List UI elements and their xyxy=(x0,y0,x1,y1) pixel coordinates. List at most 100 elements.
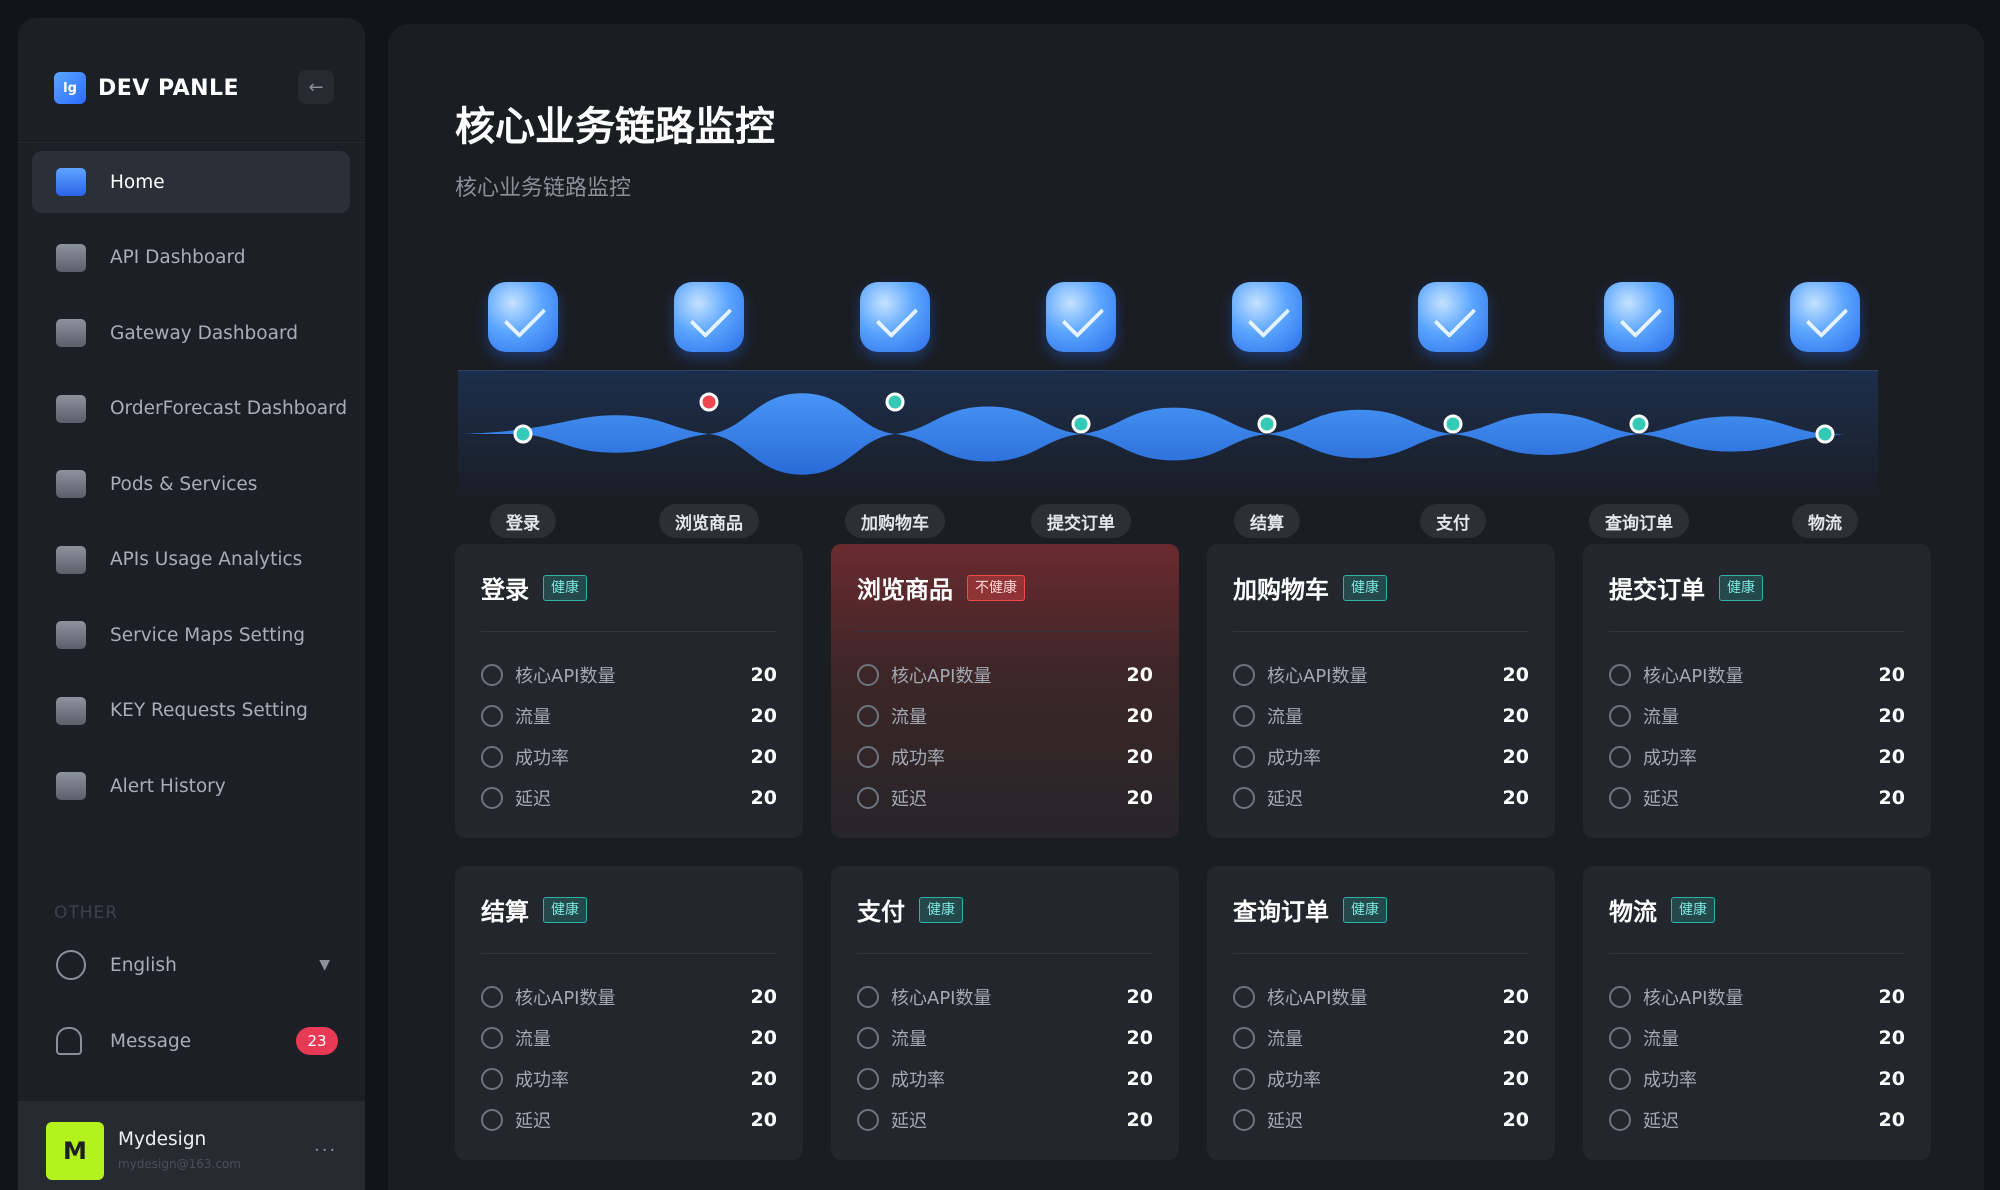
user-profile[interactable]: M Mydesign mydesign@163.com ... xyxy=(18,1101,365,1190)
stage-card[interactable]: 查询订单 健康 核心API数量 20 流量 20 成功率 20 延迟 xyxy=(1207,866,1555,1160)
metric-row: 延迟 20 xyxy=(481,777,777,818)
traffic-icon xyxy=(857,704,879,727)
metric-value: 20 xyxy=(1126,1067,1153,1090)
stage-label[interactable]: 提交订单 xyxy=(1031,504,1131,538)
api-icon xyxy=(1609,985,1631,1008)
stage-node[interactable] xyxy=(513,424,533,444)
sidebar-item-orderforecast-dashboard[interactable]: OrderForecast Dashboard xyxy=(32,378,350,440)
brand[interactable]: lg DEV PANLE xyxy=(54,58,239,118)
stage-label[interactable]: 加购物车 xyxy=(845,504,945,538)
metric-label: 成功率 xyxy=(515,1069,569,1091)
metric-label: 流量 xyxy=(891,706,927,728)
stage-card[interactable]: 支付 健康 核心API数量 20 流量 20 成功率 20 延迟 2 xyxy=(831,866,1179,1160)
sidebar-item-home[interactable]: Home xyxy=(32,151,350,213)
stage-node[interactable] xyxy=(1443,414,1463,434)
metric-label: 成功率 xyxy=(891,747,945,769)
traffic-icon xyxy=(1609,704,1631,727)
stage-card[interactable]: 登录 健康 核心API数量 20 流量 20 成功率 20 延迟 2 xyxy=(455,544,803,838)
metric-value: 20 xyxy=(750,1067,777,1090)
metric-row: 延迟 20 xyxy=(857,777,1153,818)
map-icon xyxy=(56,621,86,649)
metric-row: 成功率 20 xyxy=(1233,1058,1529,1099)
metric-value: 20 xyxy=(750,786,777,809)
metric-value: 20 xyxy=(1502,1026,1529,1049)
stage-card[interactable]: 浏览商品 不健康 核心API数量 20 流量 20 成功率 20 延迟 xyxy=(831,544,1179,838)
chart-icon xyxy=(56,394,86,423)
metric-row: 流量 20 xyxy=(1233,695,1529,736)
metric-value: 20 xyxy=(1878,704,1905,727)
stage-node[interactable] xyxy=(699,392,719,412)
sidebar-item-service-maps-setting[interactable]: Service Maps Setting xyxy=(32,604,350,666)
card-title: 支付 xyxy=(857,898,905,926)
metric-row: 流量 20 xyxy=(1233,1017,1529,1058)
user-name: Mydesign xyxy=(118,1129,207,1150)
metric-value: 20 xyxy=(1878,663,1905,686)
card-header: 结算 健康 xyxy=(481,866,777,954)
status-badge: 不健康 xyxy=(967,574,1025,601)
stage-card[interactable]: 物流 健康 核心API数量 20 流量 20 成功率 20 延迟 2 xyxy=(1583,866,1931,1160)
card-title: 查询订单 xyxy=(1233,898,1329,926)
api-icon xyxy=(857,663,879,686)
sidebar-item-label: Home xyxy=(110,171,165,193)
api-icon xyxy=(857,985,879,1008)
stage-node[interactable] xyxy=(1257,414,1277,434)
metric-value: 20 xyxy=(1878,1026,1905,1049)
metric-value: 20 xyxy=(1126,786,1153,809)
metric-value: 20 xyxy=(1502,704,1529,727)
metric-row: 延迟 20 xyxy=(1609,777,1905,818)
metric-label: 核心API数量 xyxy=(891,665,992,687)
sidebar-item-label: Pods & Services xyxy=(110,473,258,495)
stage-label[interactable]: 支付 xyxy=(1420,504,1486,538)
sidebar-item-apis-usage-analytics[interactable]: APIs Usage Analytics xyxy=(32,529,350,591)
metric-row: 成功率 20 xyxy=(1609,1058,1905,1099)
stage-card[interactable]: 加购物车 健康 核心API数量 20 流量 20 成功率 20 延迟 xyxy=(1207,544,1555,838)
status-badge: 健康 xyxy=(1343,896,1387,923)
api-icon xyxy=(1233,985,1255,1008)
stage-node[interactable] xyxy=(885,392,905,412)
metric-row: 核心API数量 20 xyxy=(1609,654,1905,695)
metric-value: 20 xyxy=(750,663,777,686)
language-label: English xyxy=(110,954,177,976)
stage-label[interactable]: 结算 xyxy=(1234,504,1300,538)
terminal-icon xyxy=(56,696,86,725)
metric-label: 核心API数量 xyxy=(1643,987,1744,1009)
stage-label[interactable]: 物流 xyxy=(1792,504,1858,538)
stage-icon xyxy=(860,282,930,352)
stage-node[interactable] xyxy=(1815,424,1835,444)
collapse-sidebar-button[interactable]: ← xyxy=(298,70,334,104)
traffic-icon xyxy=(481,704,503,727)
metric-value: 20 xyxy=(1502,786,1529,809)
metric-label: 延迟 xyxy=(515,1110,551,1132)
message-link[interactable]: Message 23 xyxy=(56,1016,346,1066)
stage-label[interactable]: 查询订单 xyxy=(1589,504,1689,538)
stage-node[interactable] xyxy=(1071,414,1091,434)
sidebar-item-key-requests-setting[interactable]: KEY Requests Setting xyxy=(32,680,350,742)
sidebar-item-alert-history[interactable]: Alert History xyxy=(32,755,350,817)
stage-label[interactable]: 浏览商品 xyxy=(659,504,759,538)
stage-card[interactable]: 结算 健康 核心API数量 20 流量 20 成功率 20 延迟 2 xyxy=(455,866,803,1160)
sidebar-item-api-dashboard[interactable]: API Dashboard xyxy=(32,227,350,289)
metric-row: 核心API数量 20 xyxy=(1609,976,1905,1017)
api-icon xyxy=(481,985,503,1008)
language-select[interactable]: English ▼ xyxy=(56,940,346,990)
stage-node[interactable] xyxy=(1629,414,1649,434)
metric-row: 核心API数量 20 xyxy=(481,976,777,1017)
sidebar-item-pods-services[interactable]: Pods & Services xyxy=(32,453,350,515)
api-icon xyxy=(1233,663,1255,686)
metric-label: 延迟 xyxy=(1643,788,1679,810)
status-badge: 健康 xyxy=(1719,574,1763,601)
stage-label[interactable]: 登录 xyxy=(490,504,556,538)
metric-row: 流量 20 xyxy=(857,695,1153,736)
metric-value: 20 xyxy=(750,985,777,1008)
metric-value: 20 xyxy=(1126,1026,1153,1049)
page-subtitle: 核心业务链路监控 xyxy=(455,176,632,201)
globe-icon xyxy=(56,950,86,980)
metric-label: 核心API数量 xyxy=(515,987,616,1009)
card-title: 结算 xyxy=(481,898,529,926)
metric-label: 延迟 xyxy=(1267,788,1303,810)
metric-list: 核心API数量 20 流量 20 成功率 20 延迟 20 xyxy=(1233,954,1529,1140)
metric-label: 延迟 xyxy=(891,788,927,810)
stage-card[interactable]: 提交订单 健康 核心API数量 20 流量 20 成功率 20 延迟 xyxy=(1583,544,1931,838)
more-options-icon[interactable]: ... xyxy=(314,1135,338,1156)
sidebar-item-gateway-dashboard[interactable]: Gateway Dashboard xyxy=(32,302,350,364)
